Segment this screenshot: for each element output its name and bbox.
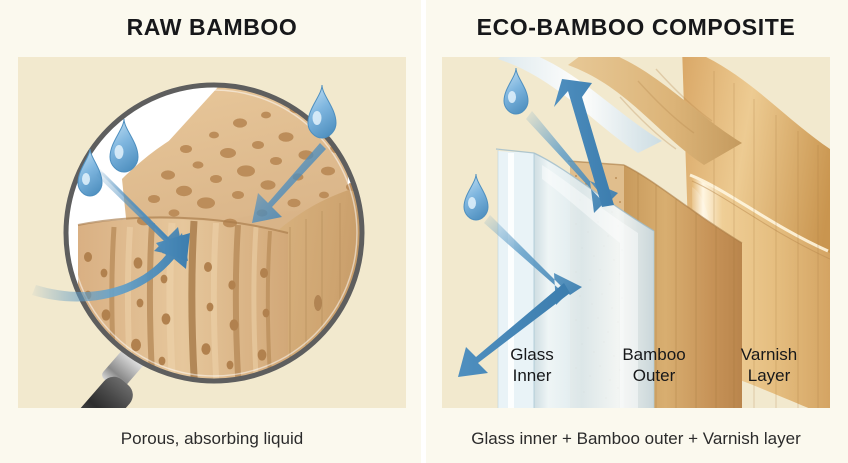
repel-arrow-down bbox=[458, 215, 582, 377]
layer-label-varnish-line1: Varnish bbox=[740, 345, 798, 364]
repel-arrow-up bbox=[526, 79, 618, 213]
bamboo-node-arcs bbox=[619, 68, 713, 150]
layer-label-varnish-line2: Layer bbox=[747, 366, 791, 385]
panel-raw-bamboo: RAW BAMBOO bbox=[18, 14, 406, 448]
panel-divider bbox=[421, 0, 426, 463]
panel-title-right: ECO-BAMBOO COMPOSITE bbox=[476, 14, 796, 40]
magnifier-lens bbox=[63, 82, 365, 384]
panel-caption-right: Glass inner + Bamboo outer + Varnish lay… bbox=[471, 429, 801, 448]
water-droplet bbox=[307, 84, 337, 139]
layer-label-glass-line2: Inner bbox=[512, 366, 552, 385]
illustration-eco-composite bbox=[442, 57, 830, 408]
layer-label-bamboo-line2: Outer bbox=[632, 366, 676, 385]
illustration-raw-bamboo bbox=[18, 57, 406, 408]
water-droplet bbox=[109, 118, 139, 173]
layer-label-glass-line1: Glass bbox=[510, 345, 554, 364]
slab-grooves bbox=[109, 220, 274, 381]
layer-label-bamboo-line1: Bamboo bbox=[622, 345, 686, 364]
absorption-arrow bbox=[252, 143, 326, 223]
panel-title-left: RAW BAMBOO bbox=[126, 14, 298, 40]
composite-svg bbox=[458, 57, 830, 408]
raw-bamboo-svg bbox=[32, 82, 365, 408]
water-droplet bbox=[503, 67, 529, 115]
water-droplet bbox=[77, 148, 103, 197]
water-droplet bbox=[463, 173, 489, 221]
panel-eco-bamboo-composite: ECO-BAMBOO COMPOSITE bbox=[424, 0, 848, 463]
layer-label-glass: Glass Inner bbox=[484, 344, 580, 386]
panel-caption-left: Porous, absorbing liquid bbox=[120, 429, 304, 448]
absorption-arrow bbox=[96, 169, 188, 261]
absorption-arrow-curved bbox=[32, 233, 190, 302]
layer-label-varnish: Varnish Layer bbox=[718, 344, 820, 386]
layer-label-bamboo: Bamboo Outer bbox=[602, 344, 706, 386]
